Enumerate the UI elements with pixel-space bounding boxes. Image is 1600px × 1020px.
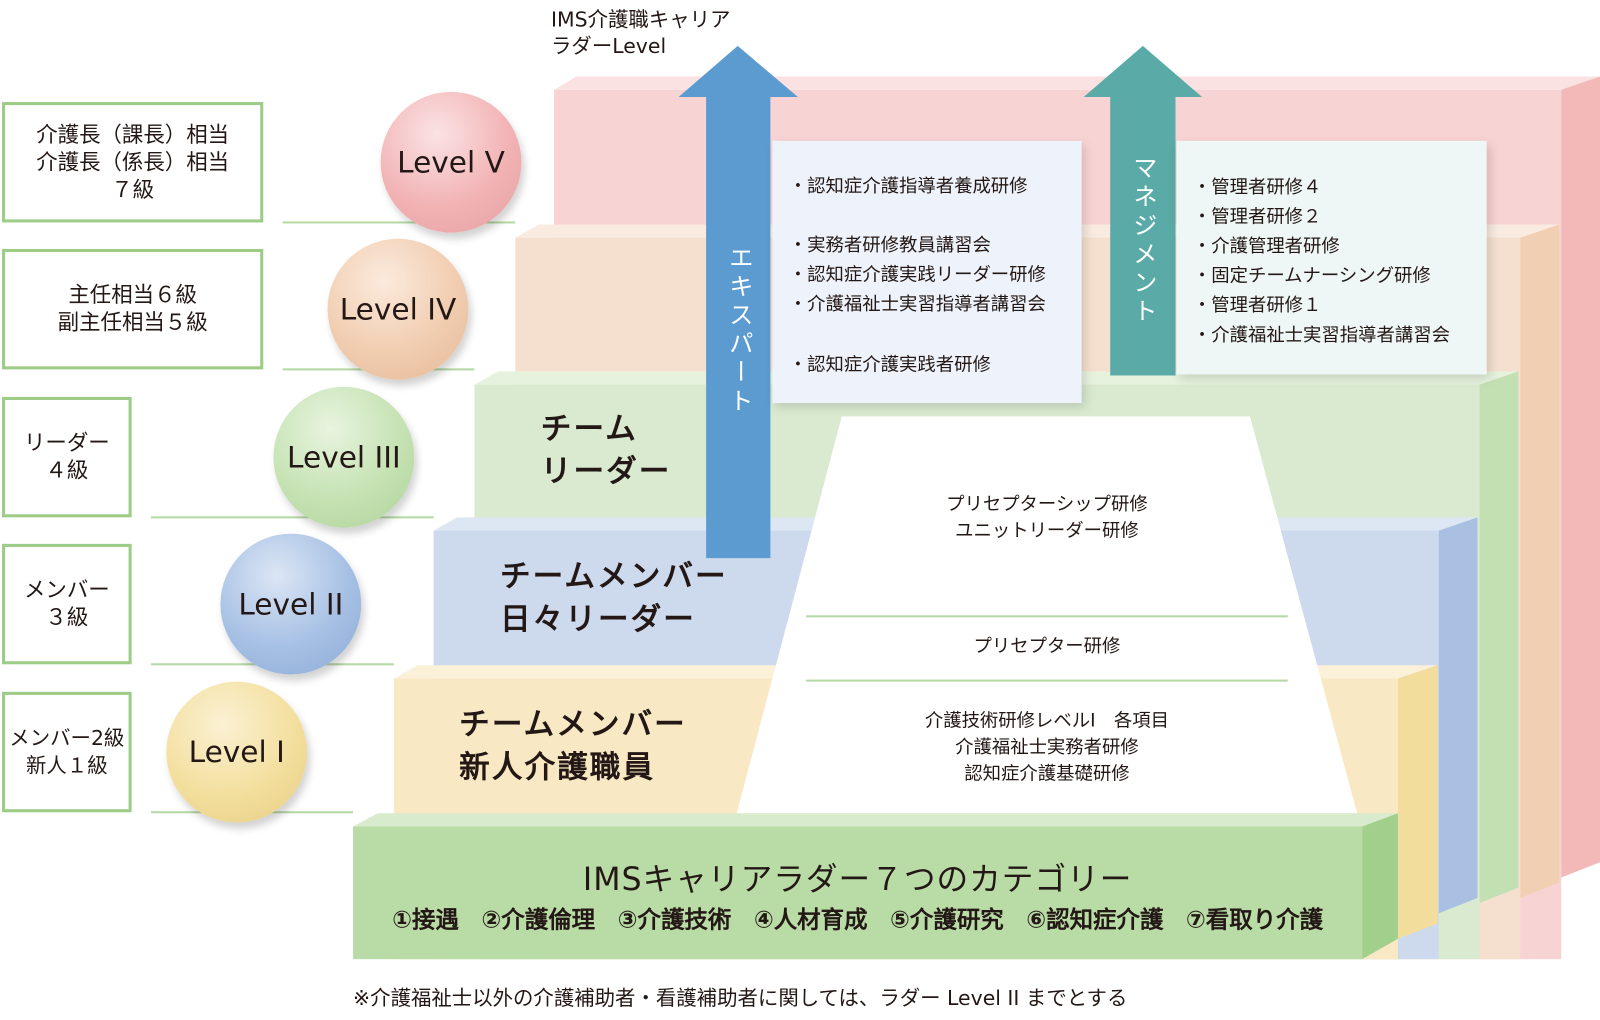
training-item: ・管理者研修１ [1192,294,1322,317]
step-text: リーダー [540,454,672,490]
expert-arrow-label: エキスパート [724,244,754,417]
expert-training-list: ・認知症介護指導者養成研修 ・実務者研修教員講習会 ・認知症介護実践リーダー研修… [772,140,1082,404]
training-item: ・実務者研修教員講習会 [788,234,991,257]
position-text: 主任相当６級 [68,282,197,308]
step-level5-side [1561,76,1600,878]
step-level2-side [1438,517,1478,914]
management-arrow [1083,45,1203,376]
position-text: 副主任相当５級 [57,310,208,335]
position-text: ３級 [45,605,89,630]
level-label: Level Ⅰ [188,734,285,770]
position-text: リーダー [23,430,110,456]
level5-badge: Level V [380,91,522,233]
training-item: ・認知症介護指導者養成研修 [788,175,1028,197]
pyramid-top-text: プリセプターシップ研修 ユニットリーダー研修 [843,492,1251,545]
level-label: Level V [397,144,505,180]
level-label: Level IV [339,291,457,327]
level1-badge: Level Ⅰ [166,681,308,823]
base-side [1362,813,1398,960]
position-box-level2: メンバー ３級 [2,543,132,665]
level2-badge: Level II [220,533,362,675]
training-item: 介護福祉士実務者研修 [955,736,1139,759]
training-item: ・介護福祉士実習指導者講習会 [788,293,1046,316]
position-text: メンバー2級 [9,725,125,750]
training-pyramid [736,416,1358,814]
base-top [353,813,1398,827]
category-item: ⑥認知症介護 [1026,907,1164,934]
training-item: ・管理者研修２ [1192,206,1322,228]
position-box-level1: メンバー2級 新人１級 [2,691,132,813]
category-item: ①接遇 [392,907,459,934]
step-level1-side [1397,665,1438,939]
diagram-title: IMS介護職キャリア ラダーLevel [551,6,730,59]
position-text: 新人１級 [26,753,108,778]
footnote: ※介護福祉士以外の介護補助者・看護補助者に関しては、ラダー Level II ま… [353,985,1128,1011]
category-item: ③介護技術 [617,907,732,934]
position-box-level5: 介護長（課長）相当 介護長（係長）相当 ７級 [2,102,264,223]
level-label: Level III [287,439,401,475]
base-title: IMSキャリアラダー７つのカテゴリー [582,861,1133,898]
position-text: ７級 [111,177,155,202]
step-text: チームメンバー [499,559,728,595]
category-item: ④人材育成 [753,907,868,934]
title-line: ラダーLevel [551,33,667,59]
step-level5-top [554,76,1600,90]
category-list: ①接遇 ②介護倫理 ③介護技術 ④人材育成 ⑤介護研究 ⑥認知症介護 ⑦看取り介… [353,900,1362,935]
category-item: ⑤介護研究 [890,907,1004,934]
title-line: IMS介護職キャリア [551,7,731,32]
step-text: 新人介護職員 [459,749,656,786]
training-item: プリセプター研修 [973,635,1121,658]
category-item: ②介護倫理 [481,907,596,934]
training-item: ユニットリーダー研修 [955,520,1139,542]
base-block [353,826,1363,960]
position-text: 介護長（係長）相当 [36,149,230,174]
expert-arrow [678,45,798,559]
training-item: ・認知症介護実践者研修 [788,354,991,376]
step-text: 日々リーダー [499,602,696,638]
position-text: 介護長（課長）相当 [36,121,230,147]
step-label-level3: チーム リーダー [541,408,672,494]
training-item: 介護技術研修レベルⅠ 各項目 [924,710,1170,732]
training-item: ・固定チームナーシング研修 [1192,265,1431,287]
divider [151,516,434,519]
position-box-level4: 主任相当６級 副主任相当５級 [2,248,264,370]
training-item: ・介護福祉士実習指導者講習会 [1192,324,1450,346]
divider [282,221,516,224]
step-text: チームメンバー [459,707,687,743]
pyramid-divider [806,615,1288,618]
management-arrow-label: マネジメント [1128,155,1158,327]
pyramid-bottom-text: 介護技術研修レベルⅠ 各項目 介護福祉士実務者研修 認知症介護基礎研修 [843,708,1251,788]
level4-badge: Level IV [327,238,469,380]
training-item: プリセプターシップ研修 [946,493,1148,516]
training-item: ・管理者研修４ [1192,176,1322,198]
training-item: ・介護管理者研修 [1192,235,1340,258]
step-level3-side [1479,371,1519,904]
level-label: Level II [238,586,344,622]
step-label-level2: チームメンバー 日々リーダー [500,556,728,642]
management-training-list: ・管理者研修４ ・管理者研修２ ・介護管理者研修 ・固定チームナーシング研修 ・… [1176,140,1487,375]
position-text: ４級 [45,458,89,483]
level3-badge: Level III [273,386,415,528]
step-level4-side [1520,224,1560,898]
training-item: 認知症介護基礎研修 [964,763,1130,785]
category-item: ⑦看取り介護 [1185,907,1324,934]
pyramid-divider [806,679,1288,682]
step-text: チーム [540,411,638,447]
training-item: ・認知症介護実践リーダー研修 [788,264,1046,286]
position-text: メンバー [23,577,110,603]
pyramid-middle-text: プリセプター研修 [843,634,1251,661]
step-label-level1: チームメンバー 新人介護職員 [459,704,687,790]
position-box-level3: リーダー ４級 [2,396,132,518]
